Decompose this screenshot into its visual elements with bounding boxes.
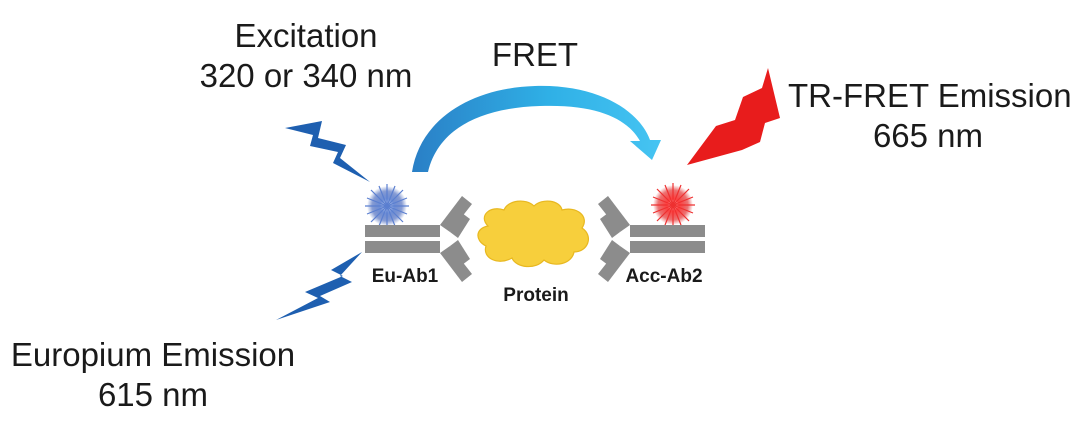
fret-arrow [412,85,661,172]
excitation-wavelength: 320 or 340 nm [199,57,413,94]
excitation-title: Excitation [234,17,378,54]
acceptor-rays [651,183,695,227]
svg-text:+: + [444,236,450,247]
eu-ab1-label: Eu-Ab1 [371,266,439,287]
protein-blob [477,200,590,268]
svg-text:+: + [620,236,626,247]
europium-title: Europium Emission [10,336,296,373]
tr-fret-title: TR-FRET Emission [788,77,1072,114]
protein-label: Protein [503,285,569,306]
europium-wavelength: 615 nm [97,376,209,413]
europium-label: Europium Emission 615 nm [8,335,298,415]
fret-label: FRET [491,36,579,73]
acc-ab2-label: Acc-Ab2 [625,266,703,287]
antibody-right: + [598,196,705,282]
antibody-left: + [365,196,472,282]
europium-rays [365,184,409,228]
excitation-label: Excitation 320 or 340 nm [196,16,416,96]
tr-fret-wavelength: 665 nm [872,117,984,154]
europium-emission-bolt-icon [276,252,362,320]
tr-fret-label: TR-FRET Emission 665 nm [788,76,1072,156]
emission-bolt-icon [687,68,780,165]
excitation-bolt-icon [285,121,370,182]
